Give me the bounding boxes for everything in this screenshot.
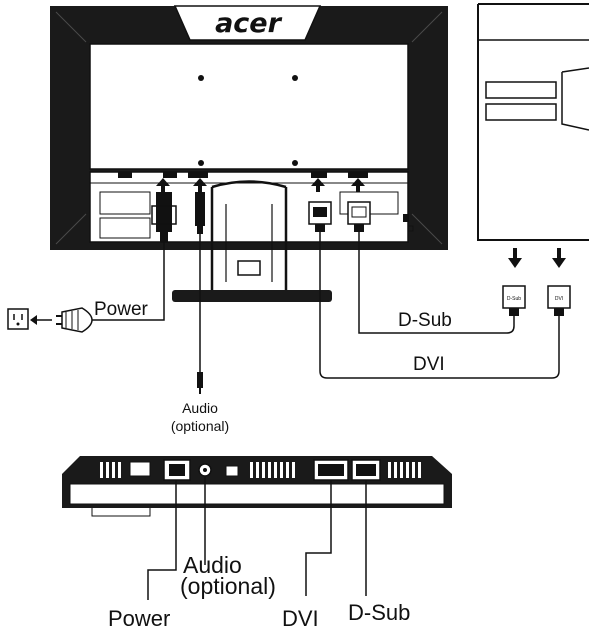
label-dvi-top: DVI	[413, 354, 445, 375]
label-audio-top-line1: Audio	[182, 400, 218, 416]
pc-dvi-plug-label: DVI	[555, 296, 563, 302]
brand-logo: acer	[215, 8, 283, 39]
pc-dsub-plug-label: D-Sub	[507, 296, 521, 302]
label-audio-bottom-line1: Audio	[183, 552, 242, 578]
arrow-left-icon	[30, 315, 52, 325]
arrow-down-icon	[508, 248, 566, 268]
pc-tower	[477, 3, 589, 241]
leader-lines-bottom	[147, 476, 367, 600]
label-power-top: Power	[94, 299, 149, 320]
monitor-back: acer	[50, 5, 448, 250]
label-dvi-bottom: DVI	[282, 606, 319, 631]
pc-dvi-plug: DVI	[547, 285, 571, 316]
pc-dsub-plug: D-Sub	[502, 285, 526, 316]
monitor-power-connector	[151, 192, 177, 242]
label-power-bottom: Power	[108, 606, 170, 631]
power-outlet-icon	[7, 308, 29, 330]
power-plug-icon	[56, 307, 93, 333]
monitor-dvi-connector	[308, 201, 332, 232]
monitor-audio-connector	[195, 192, 205, 234]
label-audio-top-line2: (optional)	[171, 418, 229, 434]
monitor-stand	[172, 180, 332, 302]
monitor-dsub-connector	[347, 201, 371, 232]
monitor-bottom	[62, 456, 452, 517]
label-dsub-bottom: D-Sub	[348, 600, 410, 625]
arrow-up-icon	[156, 178, 365, 192]
label-dsub-top: D-Sub	[398, 310, 452, 331]
audio-plug	[197, 372, 203, 394]
cables-top	[92, 232, 560, 379]
label-audio-bottom-line2: (optional)	[180, 573, 276, 599]
